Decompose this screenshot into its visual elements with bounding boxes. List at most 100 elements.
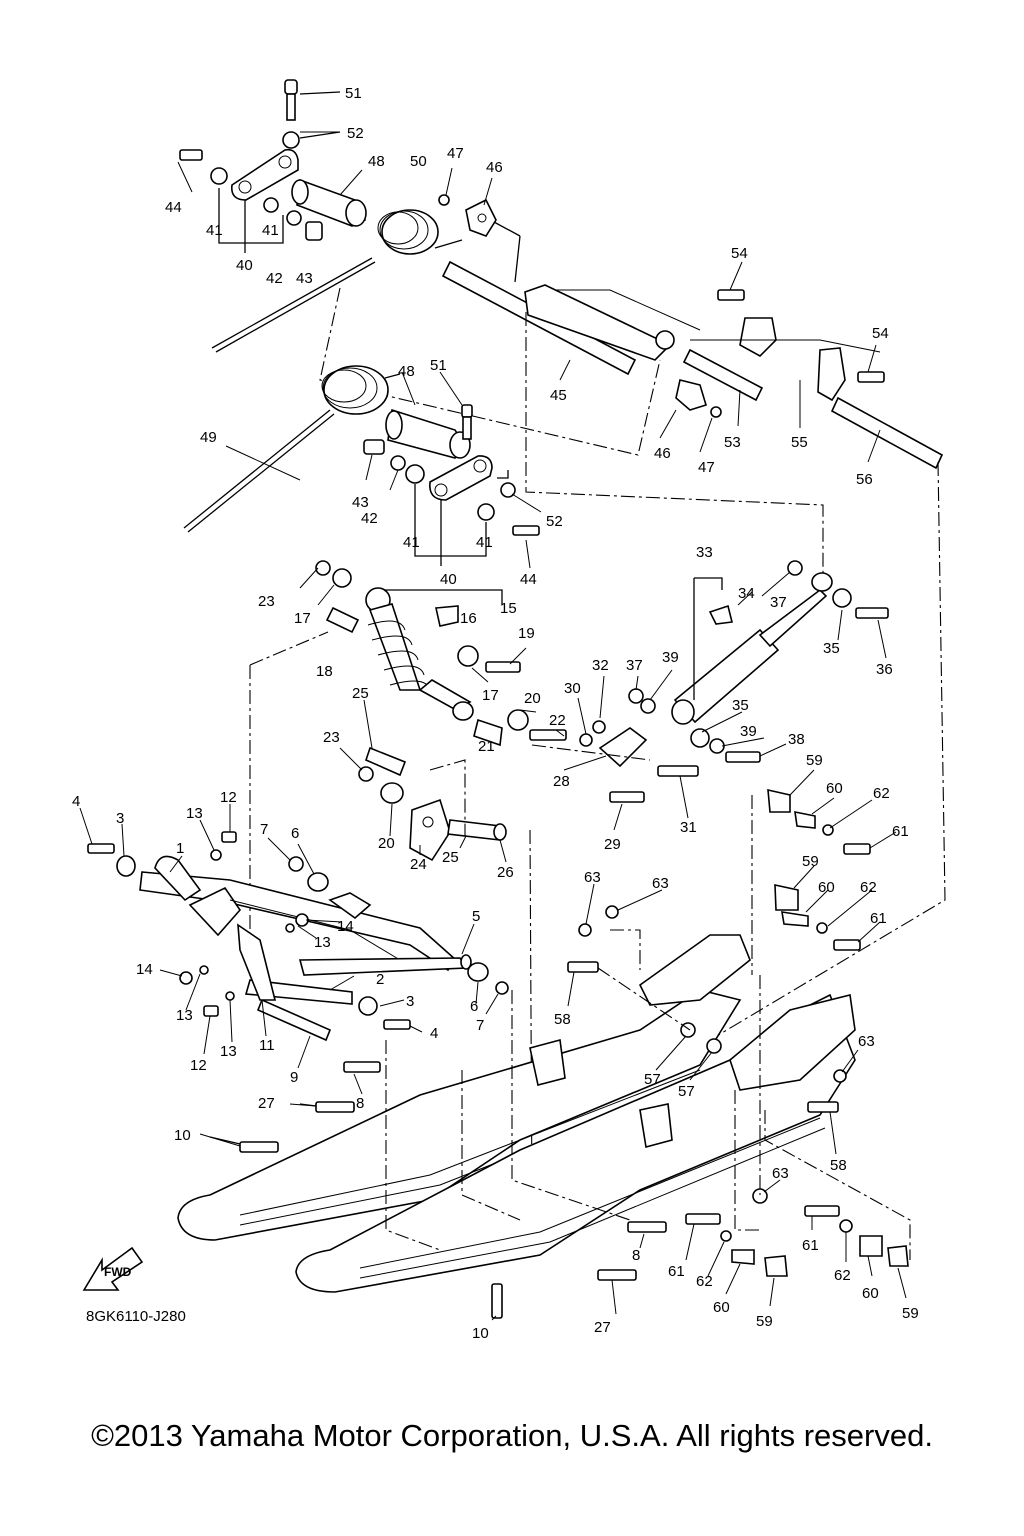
callout-number: 10: [174, 1127, 191, 1144]
washer-62-c: [720, 1230, 732, 1242]
callout-number: 20: [524, 690, 541, 707]
callout-number: 41: [476, 534, 493, 551]
callout-number: 6: [470, 998, 478, 1015]
sleeve-26: [493, 823, 507, 841]
plate-46-top: [465, 198, 497, 237]
callout-number: 32: [592, 657, 609, 674]
callout-number: 60: [713, 1299, 730, 1316]
callout-number: 58: [554, 1011, 571, 1028]
sleeve-18: [325, 606, 360, 634]
callout-number: 19: [518, 625, 535, 642]
washer-39-a: [640, 698, 656, 714]
nut-52-top: [282, 131, 300, 149]
nut-32: [592, 720, 606, 734]
callout-number: 62: [834, 1267, 851, 1284]
callout-number: 54: [731, 245, 748, 262]
callout-number: 44: [165, 199, 182, 216]
washer-42-mid: [390, 455, 406, 471]
nut-37-a: [787, 560, 803, 576]
bolt-31: [657, 765, 699, 777]
bolt-54-b: [857, 371, 885, 383]
nut-63-a: [605, 905, 619, 919]
bolt-44-mid: [512, 525, 540, 536]
callout-number: 12: [190, 1057, 207, 1074]
bracket-54-top: [739, 317, 777, 357]
callout-number: 31: [680, 819, 697, 836]
callout-number: 4: [72, 793, 80, 810]
bracket-28: [598, 727, 648, 768]
slider-59-a: [767, 788, 791, 813]
callout-number: 40: [236, 257, 253, 274]
callout-number: 18: [316, 663, 333, 680]
callout-number: 60: [862, 1285, 879, 1302]
bolt-51-mid: [461, 404, 473, 440]
rear-suspension-exploded-view: FWD: [72, 79, 946, 1342]
callout-number: 54: [872, 325, 889, 342]
copyright-notice: ©2013 Yamaha Motor Corporation, U.S.A. A…: [91, 1418, 933, 1453]
callout-number: 48: [398, 363, 415, 380]
callout-number: 41: [403, 534, 420, 551]
bolt-44-top: [179, 149, 203, 161]
bushing-17-b: [457, 645, 479, 667]
callout-number: 4: [430, 1025, 438, 1042]
bolt-61-a: [843, 843, 871, 855]
bolt-58-b: [807, 1101, 839, 1113]
nut-23-a: [315, 560, 331, 576]
fwd-label: FWD: [104, 1265, 132, 1279]
callout-number: 7: [476, 1017, 484, 1034]
callout-number: 16: [460, 610, 477, 627]
rail-bracket-right: [729, 994, 856, 1091]
callout-number: 10: [472, 1325, 489, 1342]
callout-number: 5: [472, 908, 480, 925]
washer-42-top: [286, 210, 302, 226]
bushing-6-a: [307, 872, 329, 892]
callout-number: 63: [584, 869, 601, 886]
callout-number: 33: [696, 544, 713, 561]
bolt-12-a: [221, 831, 237, 843]
callout-number: 52: [347, 125, 364, 142]
arm-40-mid: [429, 455, 493, 501]
callout-number: 12: [220, 789, 237, 806]
link-5-end: [328, 892, 372, 920]
callout-number: 3: [406, 993, 414, 1010]
callout-number: 61: [802, 1237, 819, 1254]
bushing-6-b: [467, 962, 489, 982]
callout-number: 48: [368, 153, 385, 170]
callout-number: 13: [220, 1043, 237, 1060]
bolt-10-b: [491, 1283, 503, 1319]
collar-20-b: [507, 709, 529, 731]
callout-number: 61: [870, 910, 887, 927]
slide-rail-right: [295, 993, 856, 1293]
callout-number: 46: [654, 445, 671, 462]
nut-63-b: [578, 923, 592, 937]
bolt-58-a: [567, 961, 599, 973]
shaft-2: [244, 979, 353, 1005]
slider-60-a: [794, 810, 816, 829]
callout-number: 56: [856, 471, 873, 488]
bushing-17-a: [332, 568, 352, 588]
pivot-shaft-45: [441, 260, 701, 376]
callout-number: 15: [500, 600, 517, 617]
collar-20-a: [380, 782, 404, 804]
drawing-code: 8GK6110-J280: [86, 1308, 186, 1325]
collar-53-a: [655, 330, 675, 350]
bolt-8-b: [627, 1221, 667, 1233]
callout-number: 21: [478, 738, 495, 755]
bracket-55: [817, 347, 846, 402]
bushing-7-b: [495, 981, 509, 995]
bolt-4-a: [87, 843, 115, 854]
bushing-48-top: [291, 178, 367, 227]
washer-62-b: [816, 922, 828, 934]
bolt-61-d: [804, 1205, 840, 1217]
callout-number: 25: [352, 685, 369, 702]
callout-number: 8: [356, 1095, 364, 1112]
callout-number: 30: [564, 680, 581, 697]
front-arm-1: [139, 855, 458, 972]
nut-23-b: [358, 766, 374, 782]
callout-number: 62: [873, 785, 890, 802]
callout-number: 59: [756, 1313, 773, 1330]
bushing-48-mid: [385, 408, 471, 459]
bolt-38: [725, 751, 761, 763]
callout-number: 11: [259, 1037, 275, 1054]
callout-number: 60: [818, 879, 835, 896]
